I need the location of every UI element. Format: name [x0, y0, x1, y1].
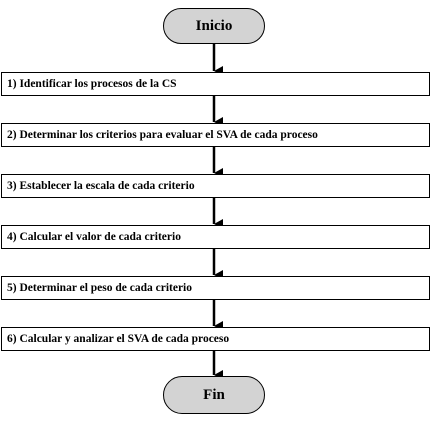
- process-step-label: 6) Calcular y analizar el SVA de cada pr…: [7, 333, 230, 345]
- start-label: Inicio: [195, 17, 233, 34]
- process-step-label: 2) Determinar los criterios para evaluar…: [7, 129, 318, 141]
- start-terminal: Inicio: [163, 8, 265, 44]
- process-step-label: 3) Establecer la escala de cada criterio: [7, 180, 195, 192]
- process-step-4: 4) Calcular el valor de cada criterio: [1, 225, 430, 249]
- end-label: Fin: [203, 386, 225, 403]
- process-step-5: 5) Determinar el peso de cada criterio: [1, 276, 430, 300]
- process-step-label: 5) Determinar el peso de cada criterio: [7, 282, 193, 294]
- process-step-label: 1) Identificar los procesos de la CS: [7, 78, 177, 90]
- process-step-6: 6) Calcular y analizar el SVA de cada pr…: [1, 327, 430, 351]
- process-step-2: 2) Determinar los criterios para evaluar…: [1, 123, 430, 147]
- process-step-3: 3) Establecer la escala de cada criterio: [1, 174, 430, 198]
- end-terminal: Fin: [163, 376, 265, 414]
- process-step-1: 1) Identificar los procesos de la CS: [1, 72, 430, 96]
- process-step-label: 4) Calcular el valor de cada criterio: [7, 231, 181, 243]
